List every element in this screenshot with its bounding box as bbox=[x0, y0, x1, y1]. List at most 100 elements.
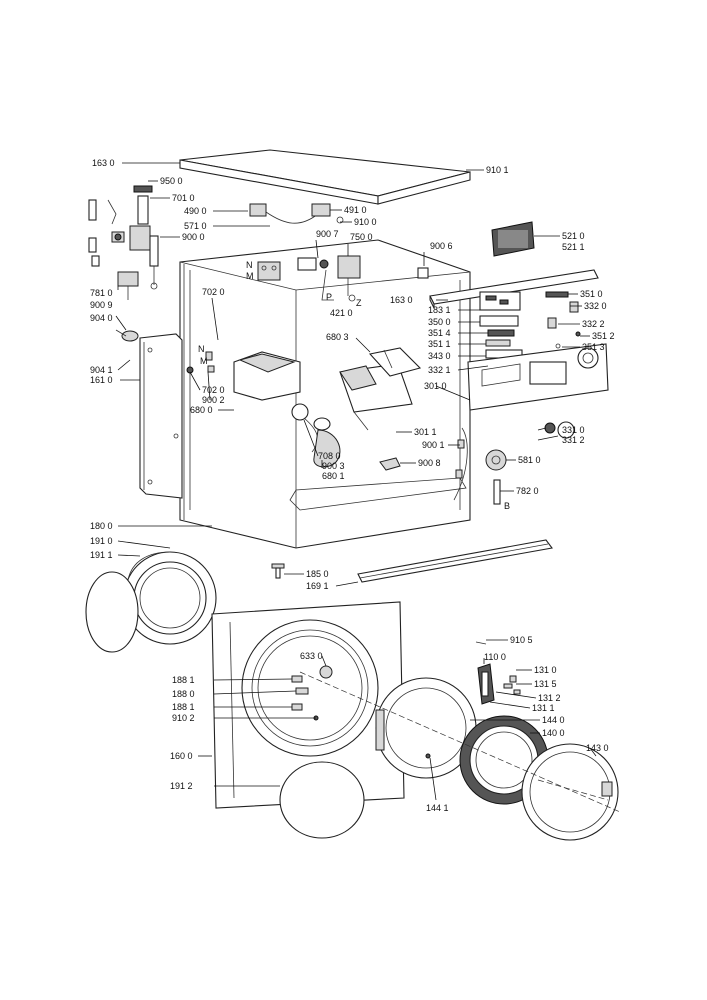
part-label-131-0: 131 0 bbox=[534, 665, 557, 675]
inlet-valve-assembly bbox=[88, 185, 159, 300]
door-gasket-191 bbox=[123, 551, 217, 645]
part-label-350-0: 350 0 bbox=[428, 317, 451, 327]
hose-clip-904 bbox=[115, 329, 139, 342]
part-number-labels: 163 0 910 1 950 0 701 0 490 0 491 0 571 0 910 0… bbox=[90, 158, 615, 813]
part-label-351-0: 351 0 bbox=[580, 289, 603, 299]
front-top-rail bbox=[429, 269, 599, 309]
part-label-490-0: 490 0 bbox=[184, 206, 207, 216]
part-label-701-0: 701 0 bbox=[172, 193, 195, 203]
part-label-633-0: 633 0 bbox=[300, 651, 323, 661]
connector-letter-n_left: N bbox=[198, 344, 205, 354]
part-label-421-0: 421 0 bbox=[330, 308, 353, 318]
part-label-950-0: 950 0 bbox=[160, 176, 183, 186]
part-label-900-9: 900 9 bbox=[90, 300, 113, 310]
part-label-180-0: 180 0 bbox=[90, 521, 113, 531]
wire-loom-front bbox=[453, 427, 468, 501]
connector-letter-z: Z bbox=[356, 298, 362, 308]
part-label-708-0: 708 0 bbox=[318, 451, 341, 461]
wiring-harness bbox=[249, 203, 344, 224]
part-label-185-0: 185 0 bbox=[306, 569, 329, 579]
door-outer-frame bbox=[521, 743, 619, 841]
part-label-900-8: 900 8 bbox=[418, 458, 441, 468]
part-label-331-2: 331 2 bbox=[562, 435, 585, 445]
part-label-163-0-mid: 163 0 bbox=[390, 295, 413, 305]
filter-and-pressure-switch bbox=[257, 255, 429, 302]
door-lock-581 bbox=[485, 449, 507, 471]
part-label-143-0: 143 0 bbox=[586, 743, 609, 753]
part-label-188-1-a: 188 1 bbox=[172, 675, 195, 685]
leader-lines bbox=[115, 162, 597, 801]
door-inner-frame bbox=[375, 677, 477, 779]
adjustable-foot bbox=[271, 563, 285, 579]
part-label-680-0: 680 0 bbox=[190, 405, 213, 415]
connector-letter-p: P bbox=[326, 292, 332, 302]
part-label-301-1: 301 1 bbox=[414, 427, 437, 437]
door-axis-line bbox=[299, 671, 621, 813]
rod-782 bbox=[493, 479, 501, 505]
part-label-131-2: 131 2 bbox=[538, 693, 561, 703]
front-panel-160 bbox=[211, 601, 405, 809]
dispenser-drawer bbox=[339, 363, 413, 431]
part-label-781-0: 781 0 bbox=[90, 288, 113, 298]
dispenser-small-parts bbox=[186, 351, 215, 374]
part-label-161-0: 161 0 bbox=[90, 375, 113, 385]
part-label-904-1: 904 1 bbox=[90, 365, 113, 375]
part-label-702-0-a: 702 0 bbox=[202, 287, 225, 297]
part-label-160-0: 160 0 bbox=[170, 751, 193, 761]
connector-letter-m_upper: M bbox=[246, 271, 254, 281]
connector-letter-m_left: M bbox=[200, 356, 208, 366]
part-label-571-0: 571 0 bbox=[184, 221, 207, 231]
siphon-part bbox=[368, 347, 422, 377]
part-label-332-0: 332 0 bbox=[584, 301, 607, 311]
top-cover bbox=[179, 149, 471, 205]
part-label-110-0: 110 0 bbox=[484, 652, 506, 662]
part-label-191-1: 191 1 bbox=[90, 550, 113, 560]
part-label-900-0: 900 0 bbox=[182, 232, 205, 242]
part-label-910-1: 910 1 bbox=[486, 165, 509, 175]
part-label-332-1: 332 1 bbox=[428, 365, 451, 375]
side-panel bbox=[139, 333, 183, 499]
part-label-351-1: 351 1 bbox=[428, 339, 451, 349]
inner-door-cover bbox=[85, 571, 139, 653]
part-label-163-0-top: 163 0 bbox=[92, 158, 115, 168]
part-label-188-1-b: 188 1 bbox=[172, 702, 195, 712]
part-label-331-0: 331 0 bbox=[562, 425, 585, 435]
connector-letter-n_upper: N bbox=[246, 260, 253, 270]
part-label-680-1: 680 1 bbox=[322, 471, 345, 481]
part-label-343-0: 343 0 bbox=[428, 351, 451, 361]
part-label-521-1: 521 1 bbox=[562, 242, 585, 252]
control-panel-fascia bbox=[467, 343, 609, 411]
part-label-131-1: 131 1 bbox=[532, 703, 555, 713]
part-label-301-0: 301 0 bbox=[424, 381, 447, 391]
part-label-144-0: 144 0 bbox=[542, 715, 565, 725]
part-label-183-1: 183 1 bbox=[428, 305, 451, 315]
part-label-521-0: 521 0 bbox=[562, 231, 585, 241]
part-label-900-3: 900 3 bbox=[322, 461, 345, 471]
part-label-581-0: 581 0 bbox=[518, 455, 541, 465]
cable-clip-900-8 bbox=[379, 457, 401, 471]
connector-letter-b: B bbox=[504, 501, 510, 511]
part-label-900-1: 900 1 bbox=[422, 440, 445, 450]
part-label-900-7: 900 7 bbox=[316, 229, 339, 239]
part-label-491-0: 491 0 bbox=[344, 205, 367, 215]
detergent-dispenser bbox=[233, 351, 341, 468]
part-label-169-1: 169 1 bbox=[306, 581, 329, 591]
part-label-144-1: 144 1 bbox=[426, 803, 449, 813]
part-label-351-2: 351 2 bbox=[592, 331, 615, 341]
part-label-140-0: 140 0 bbox=[542, 728, 565, 738]
part-label-904-0: 904 0 bbox=[90, 313, 113, 323]
part-label-702-0-b: 702 0 bbox=[202, 385, 225, 395]
front-cover-191-2 bbox=[279, 761, 365, 839]
part-label-910-5: 910 5 bbox=[510, 635, 533, 645]
cabinet-body bbox=[179, 239, 471, 549]
part-label-900-2: 900 2 bbox=[202, 395, 225, 405]
part-label-191-2: 191 2 bbox=[170, 781, 193, 791]
part-label-332-2: 332 2 bbox=[582, 319, 605, 329]
part-label-910-0: 910 0 bbox=[354, 217, 377, 227]
part-label-351-4: 351 4 bbox=[428, 328, 451, 338]
part-label-782-0: 782 0 bbox=[516, 486, 539, 496]
part-label-910-2: 910 2 bbox=[172, 713, 195, 723]
